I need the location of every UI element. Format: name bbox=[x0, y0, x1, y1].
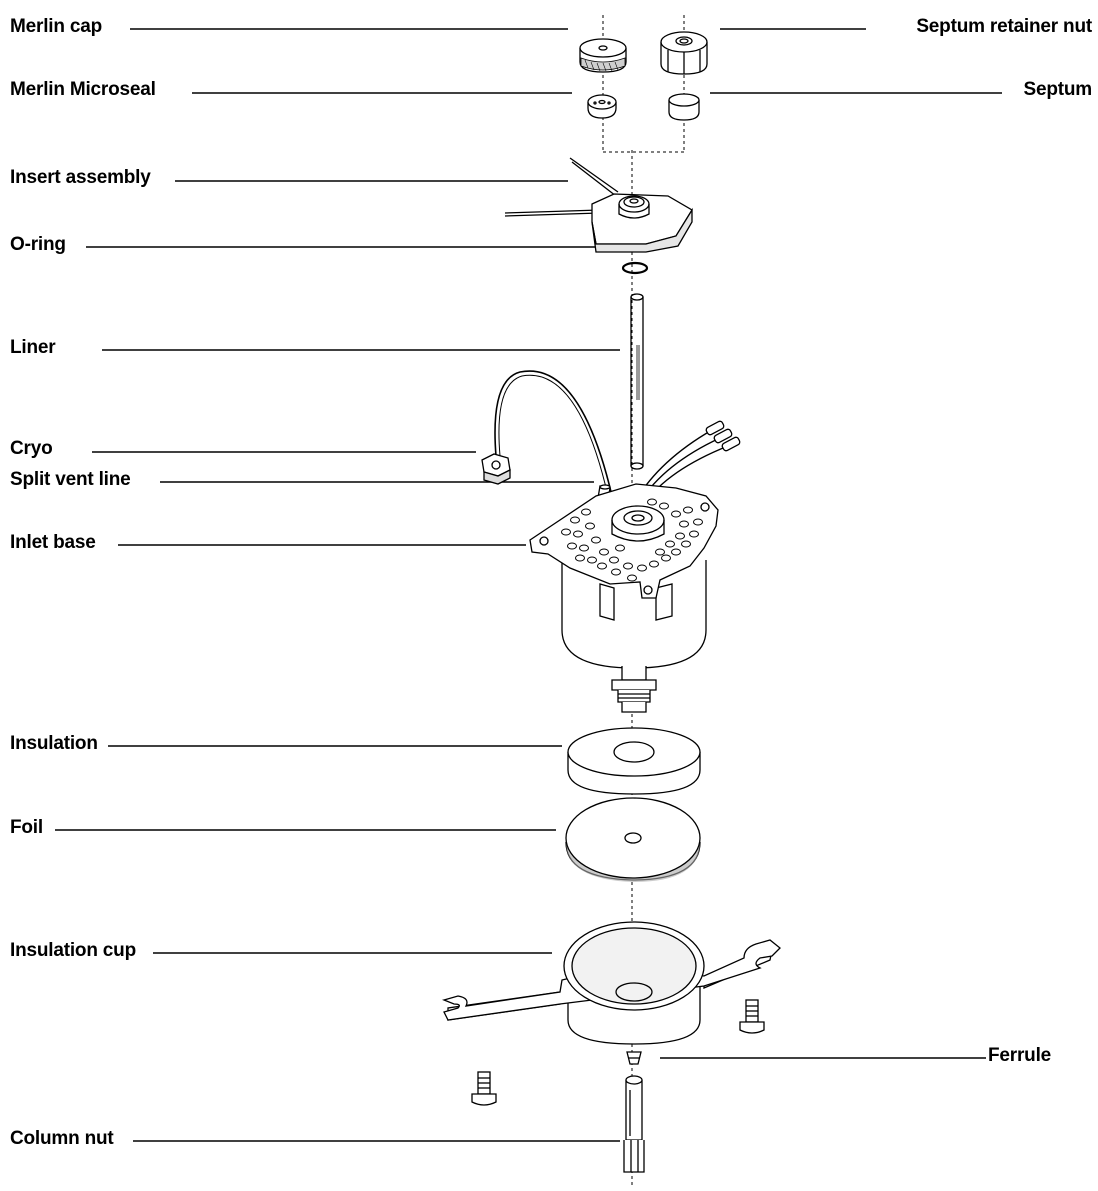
septum-retainer-nut-part bbox=[660, 31, 708, 75]
merlin-cap-part bbox=[579, 38, 627, 73]
inlet-base-part bbox=[529, 483, 719, 713]
label-merlin-cap: Merlin cap bbox=[10, 16, 102, 37]
label-cryo: Cryo bbox=[10, 438, 53, 459]
label-septum-retainer-nut: Septum retainer nut bbox=[916, 16, 1092, 37]
liner-part bbox=[630, 293, 644, 470]
cryo-part bbox=[481, 370, 613, 497]
label-ferrule: Ferrule bbox=[988, 1045, 1052, 1066]
screw-left bbox=[471, 1071, 497, 1106]
vent-holes bbox=[561, 498, 703, 582]
insulation-part bbox=[567, 727, 701, 795]
label-foil: Foil bbox=[10, 817, 43, 838]
label-merlin-microseal: Merlin Microseal bbox=[10, 79, 156, 100]
septum-part bbox=[668, 93, 700, 121]
o-ring-part bbox=[621, 261, 649, 275]
label-insert-assembly: Insert assembly bbox=[10, 167, 151, 188]
label-split-vent-line: Split vent line bbox=[10, 469, 131, 490]
column-nut-part bbox=[623, 1075, 645, 1173]
label-inlet-base: Inlet base bbox=[10, 532, 96, 553]
label-septum: Septum bbox=[1023, 79, 1093, 100]
leader-lines bbox=[55, 28, 1002, 1142]
label-o-ring: O-ring bbox=[10, 234, 66, 255]
label-column-nut: Column nut bbox=[10, 1128, 114, 1149]
label-liner: Liner bbox=[10, 337, 56, 358]
foil-part bbox=[565, 797, 701, 882]
merlin-microseal-part bbox=[587, 94, 617, 119]
ferrule-part bbox=[626, 1051, 642, 1065]
label-insulation: Insulation bbox=[10, 733, 98, 754]
label-insulation-cup: Insulation cup bbox=[10, 940, 136, 961]
insert-assembly-part bbox=[504, 157, 693, 253]
insulation-cup-part bbox=[441, 921, 781, 1045]
screw-right bbox=[739, 999, 765, 1034]
